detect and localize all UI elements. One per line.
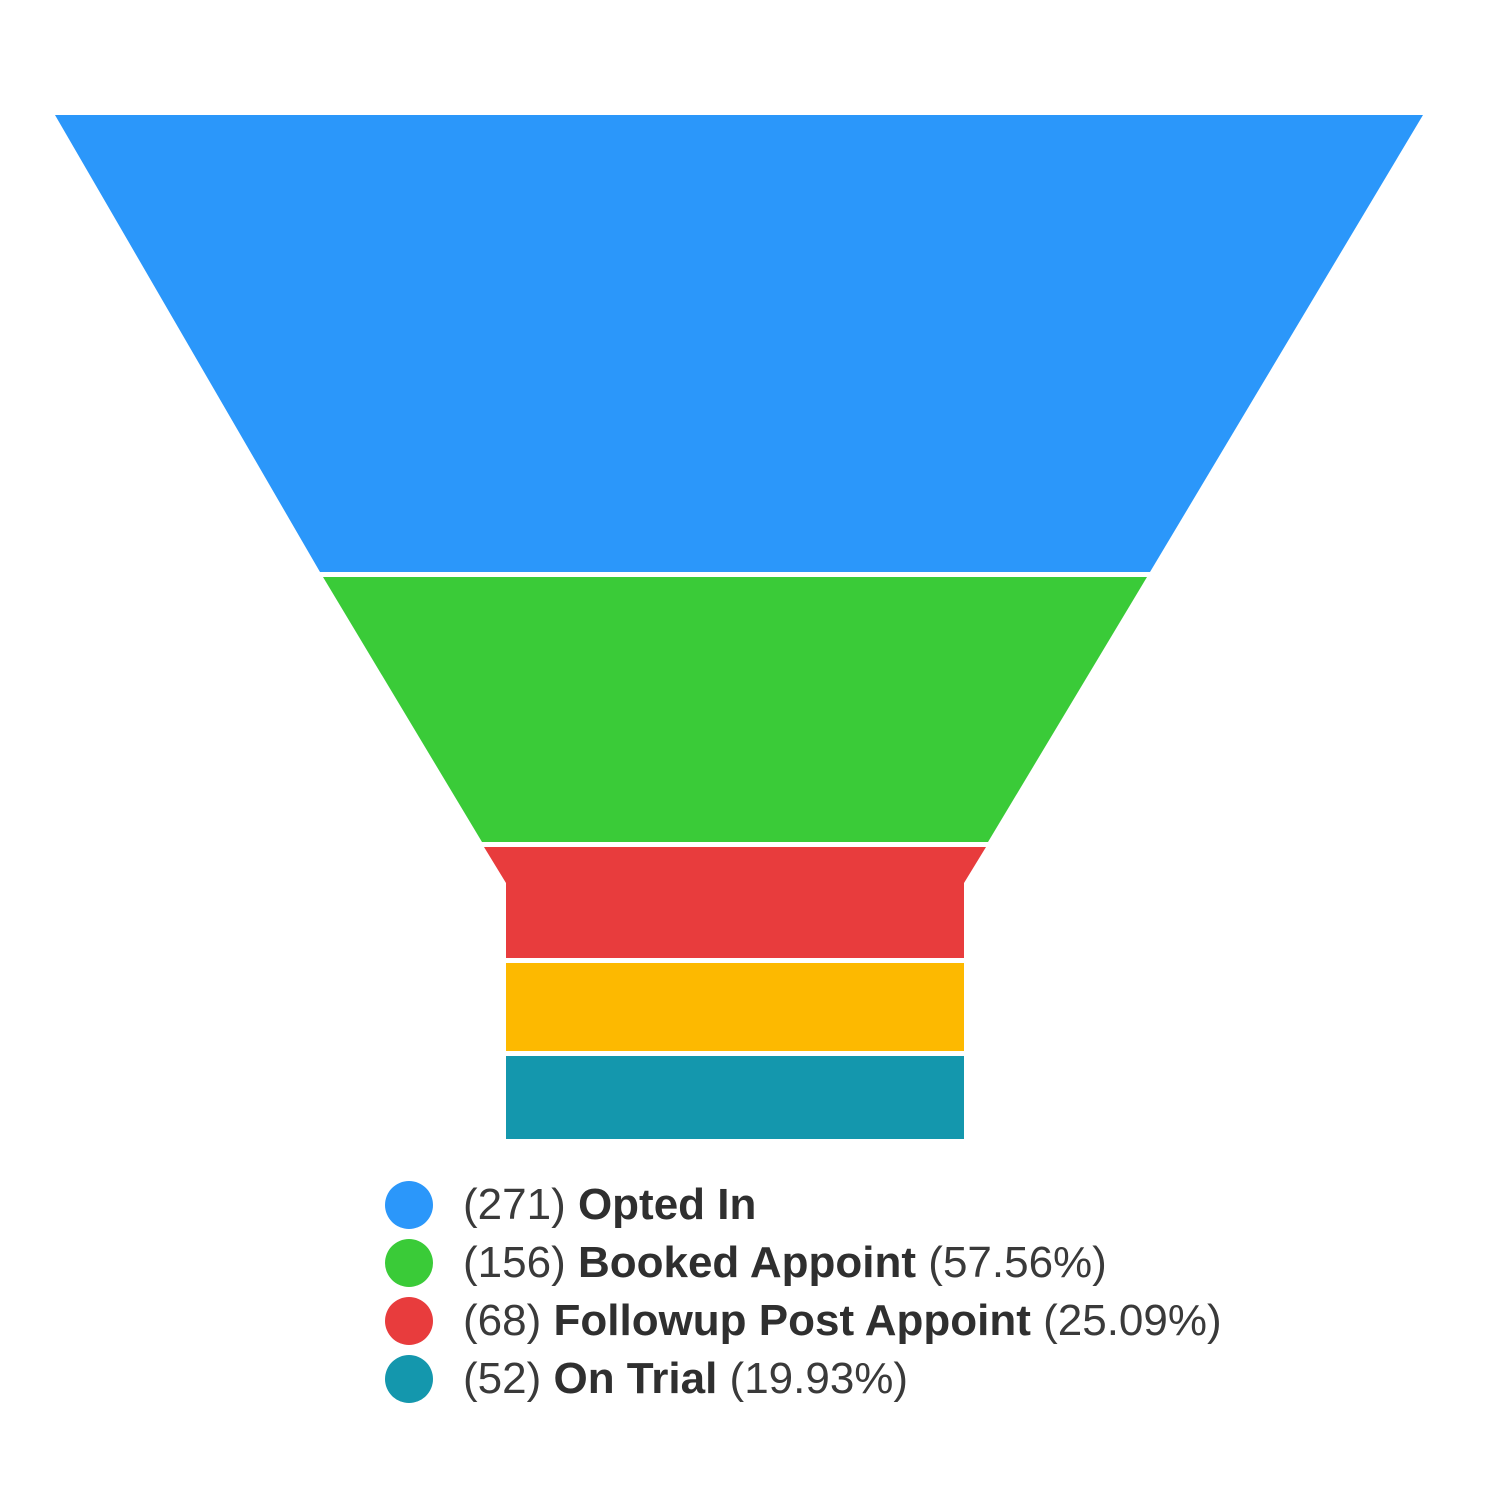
legend-dot-icon [385, 1297, 433, 1345]
legend-dot-icon [385, 1239, 433, 1287]
legend-percent: (57.56%) [928, 1238, 1107, 1287]
legend-count: (271) [463, 1180, 566, 1229]
legend-item-on-trial[interactable]: (52) On Trial (19.93%) [385, 1350, 1385, 1408]
legend-percent: (19.93%) [729, 1354, 909, 1403]
legend-count: (52) [463, 1354, 542, 1403]
funnel-segment-extra [506, 963, 964, 1051]
legend-percent: (25.09%) [1043, 1296, 1222, 1345]
legend-count: (68) [463, 1296, 542, 1345]
legend-label: Followup Post Appoint [553, 1296, 1031, 1345]
legend-item-followup-post-appoint[interactable]: (68) Followup Post Appoint (25.09%) [385, 1292, 1385, 1350]
legend-count: (156) [463, 1238, 566, 1287]
legend-dot-icon [385, 1181, 433, 1229]
funnel-segment-opted-in [55, 115, 1423, 572]
legend: (271) Opted In (156) Booked Appoint (57.… [385, 1176, 1385, 1408]
funnel-segment-booked-appoint [323, 577, 1147, 842]
legend-label: On Trial [553, 1354, 718, 1403]
funnel-segment-on-trial [506, 1056, 964, 1139]
legend-item-booked-appoint[interactable]: (156) Booked Appoint (57.56%) [385, 1234, 1385, 1292]
legend-label: Booked Appoint [577, 1238, 917, 1287]
funnel-segment-followup-post-appoint [484, 847, 986, 958]
legend-item-opted-in[interactable]: (271) Opted In [385, 1176, 1385, 1234]
legend-dot-icon [385, 1355, 433, 1403]
legend-label: Opted In [577, 1180, 757, 1229]
